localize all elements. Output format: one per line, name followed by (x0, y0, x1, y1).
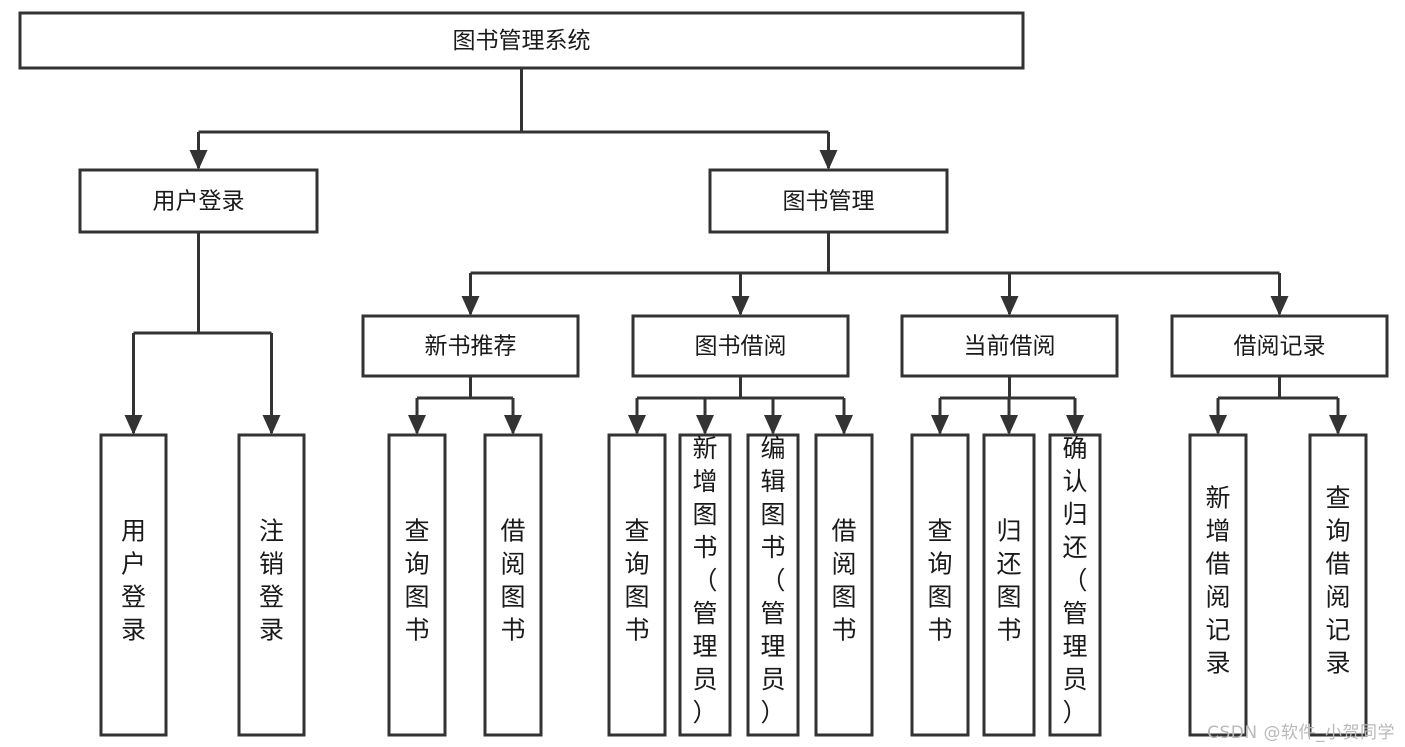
arrow-head-icon (1066, 415, 1084, 435)
node-leaf-add-book[interactable]: 新增图书（管理员） (678, 433, 732, 737)
node-label-book-manage: 图书管理 (783, 189, 875, 215)
arrow-head-icon (931, 415, 949, 435)
node-label-book-borrow: 图书借阅 (695, 334, 787, 360)
node-leaf-query-book-rec[interactable]: 查询图书 (387, 433, 447, 737)
node-leaf-confirm-return[interactable]: 确认归还（管理员） (1048, 433, 1102, 737)
arrow-head-icon (1209, 415, 1227, 435)
node-box-current-borrow (900, 314, 1119, 378)
node-layer: 图书管理系统用户登录图书管理新书推荐图书借阅当前借阅借阅记录用户登录注销登录查询… (18, 11, 1389, 737)
node-box-new-book-rec (361, 314, 580, 378)
node-leaf-query-record[interactable]: 查询借阅记录 (1308, 433, 1368, 737)
arrow-head-icon (1329, 415, 1347, 435)
node-box-leaf-query-book-cur (910, 433, 970, 737)
node-leaf-logout[interactable]: 注销登录 (237, 433, 306, 737)
node-label-leaf-logout: 注销登录 (259, 517, 284, 645)
arrow-head-icon (764, 415, 782, 435)
arrow-head-icon (731, 296, 750, 316)
node-box-leaf-add-book (678, 433, 732, 737)
node-label-leaf-query-record: 查询借阅记录 (1325, 484, 1350, 678)
connector-group-book-manage (461, 232, 1289, 316)
node-new-book-rec[interactable]: 新书推荐 (361, 314, 580, 378)
arrow-head-icon (819, 150, 838, 170)
arrow-head-icon (461, 296, 480, 316)
node-label-leaf-return-book: 归还图书 (996, 517, 1021, 645)
arrow-head-icon (262, 415, 281, 435)
connector-group-user-login (124, 232, 281, 435)
node-box-leaf-add-record (1188, 433, 1248, 737)
connector-group-root (189, 68, 838, 170)
node-leaf-edit-book[interactable]: 编辑图书（管理员） (746, 433, 800, 737)
arrow-head-icon (124, 415, 143, 435)
node-box-book-borrow (631, 314, 850, 378)
node-box-leaf-borrow-book (814, 433, 874, 737)
node-label-leaf-confirm-return: 确认归还（管理员） (1062, 434, 1087, 727)
arrow-head-icon (189, 150, 208, 170)
node-leaf-borrow-book-rec[interactable]: 借阅图书 (483, 433, 543, 737)
connector-group-book-borrow (628, 376, 853, 435)
arrow-head-icon (835, 415, 853, 435)
node-label-root: 图书管理系统 (453, 28, 591, 54)
node-leaf-query-book[interactable]: 查询图书 (607, 433, 667, 737)
node-label-leaf-edit-book: 编辑图书（管理员） (760, 434, 785, 727)
node-box-leaf-edit-book (746, 433, 800, 737)
node-box-leaf-logout (237, 433, 306, 737)
node-label-leaf-borrow-book: 借阅图书 (831, 517, 856, 645)
arrow-head-icon (1000, 415, 1018, 435)
node-user-login[interactable]: 用户登录 (78, 168, 319, 234)
node-box-leaf-query-book-rec (387, 433, 447, 737)
node-label-leaf-query-book: 查询图书 (624, 517, 649, 645)
node-box-leaf-return-book (982, 433, 1036, 737)
node-book-borrow[interactable]: 图书借阅 (631, 314, 850, 378)
node-label-leaf-add-record: 新增借阅记录 (1205, 484, 1230, 678)
node-label-new-book-rec: 新书推荐 (425, 334, 517, 360)
arrow-head-icon (1000, 296, 1019, 316)
arrow-head-icon (408, 415, 426, 435)
node-label-leaf-query-book-rec: 查询图书 (404, 517, 429, 645)
node-root[interactable]: 图书管理系统 (18, 11, 1025, 70)
node-box-leaf-query-record (1308, 433, 1368, 737)
node-label-leaf-user-login: 用户登录 (121, 517, 146, 645)
node-box-root (18, 11, 1025, 70)
arrow-head-icon (628, 415, 646, 435)
node-book-manage[interactable]: 图书管理 (708, 168, 949, 234)
node-borrow-record[interactable]: 借阅记录 (1170, 314, 1389, 378)
node-box-leaf-user-login (99, 433, 168, 737)
node-label-leaf-query-book-cur: 查询图书 (927, 517, 952, 645)
connector-layer (124, 68, 1347, 435)
node-box-user-login (78, 168, 319, 234)
node-leaf-borrow-book[interactable]: 借阅图书 (814, 433, 874, 737)
node-label-leaf-borrow-book-rec: 借阅图书 (500, 517, 525, 645)
connector-group-current-borrow (931, 376, 1084, 435)
node-box-leaf-borrow-book-rec (483, 433, 543, 737)
node-box-book-manage (708, 168, 949, 234)
node-box-leaf-query-book (607, 433, 667, 737)
node-label-borrow-record: 借阅记录 (1234, 334, 1326, 360)
node-box-borrow-record (1170, 314, 1389, 378)
node-label-leaf-add-book: 新增图书（管理员） (692, 434, 717, 727)
connector-group-new-book-rec (408, 376, 522, 435)
node-label-user-login: 用户登录 (153, 189, 245, 215)
arrow-head-icon (696, 415, 714, 435)
node-leaf-query-book-cur[interactable]: 查询图书 (910, 433, 970, 737)
node-leaf-return-book[interactable]: 归还图书 (982, 433, 1036, 737)
node-leaf-add-record[interactable]: 新增借阅记录 (1188, 433, 1248, 737)
node-label-current-borrow: 当前借阅 (964, 334, 1056, 360)
arrow-head-icon (504, 415, 522, 435)
arrow-head-icon (1270, 296, 1289, 316)
node-leaf-user-login[interactable]: 用户登录 (99, 433, 168, 737)
node-current-borrow[interactable]: 当前借阅 (900, 314, 1119, 378)
csdn-watermark: CSDN @软件_小贺同学 (1207, 723, 1395, 743)
connector-group-borrow-record (1209, 376, 1347, 435)
node-box-leaf-confirm-return (1048, 433, 1102, 737)
